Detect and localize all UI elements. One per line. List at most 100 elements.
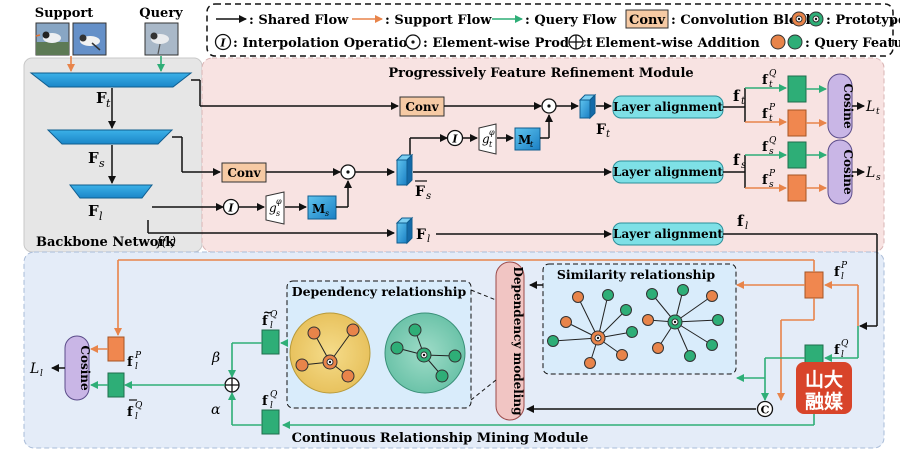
loss-t: L t xyxy=(865,99,880,117)
svg-text:s: s xyxy=(769,147,774,157)
crmm-module: Continuous Relationship Mining Module f … xyxy=(29,259,859,446)
interp-op-t-icon xyxy=(446,129,464,147)
feature-map-Ft xyxy=(578,93,597,120)
label-ft: f t xyxy=(733,87,746,107)
svg-text:s: s xyxy=(876,173,881,183)
svg-text:s: s xyxy=(741,160,746,171)
dependency-graph-support xyxy=(289,312,371,394)
g-t-block xyxy=(478,123,497,155)
svg-text:l: l xyxy=(745,221,748,232)
svg-text:f: f xyxy=(737,212,745,230)
svg-text:F: F xyxy=(96,89,107,107)
svg-text:φ: φ xyxy=(276,197,282,206)
svg-text:Q: Q xyxy=(270,310,278,320)
svg-text:F: F xyxy=(596,122,606,138)
feature-map-Fs xyxy=(395,153,414,187)
svg-text:f: f xyxy=(262,314,269,329)
svg-text:P: P xyxy=(134,351,142,361)
svg-text:Q: Q xyxy=(270,390,278,400)
feature-flp-left xyxy=(107,336,125,362)
label-ftP: f t P xyxy=(762,103,776,124)
dependency-modeling-box xyxy=(495,261,525,421)
svg-text:t: t xyxy=(769,114,773,124)
dependency-title: Dependency relationship xyxy=(292,284,467,299)
concat-op-icon xyxy=(756,400,774,418)
svg-text:φ: φ xyxy=(489,128,495,137)
svg-text:g: g xyxy=(269,201,277,215)
support-image-2 xyxy=(72,22,107,56)
svg-text:s: s xyxy=(769,180,774,190)
loss-s: L s xyxy=(865,165,881,183)
conv-block-s-label: Conv xyxy=(227,166,261,180)
watermark-logo: 山大 融媒 xyxy=(796,362,852,414)
crmm-title: Continuous Relationship Mining Module xyxy=(292,431,589,446)
label-fsQ: f s Q xyxy=(762,136,777,157)
support-label: Support xyxy=(35,6,94,21)
legend-query-flow: : Query Flow xyxy=(525,13,617,28)
svg-text:s: s xyxy=(276,209,280,218)
svg-text:l: l xyxy=(135,412,138,422)
backbone: F t F s F l Backbone Network f(·) xyxy=(29,72,193,250)
svg-text:l: l xyxy=(270,321,273,331)
backbone-layer-s xyxy=(46,129,174,145)
svg-text:f: f xyxy=(762,140,769,155)
label-ftQ: f t Q xyxy=(762,69,777,90)
label-flq-tilde: f l Q ~ xyxy=(262,306,278,331)
conv-block-t-label: Conv xyxy=(405,100,439,114)
label-beta: β xyxy=(211,350,220,366)
svg-text:f: f xyxy=(127,355,134,370)
svg-text:t: t xyxy=(876,107,880,117)
svg-text:s: s xyxy=(325,209,329,218)
mask-Mt xyxy=(514,127,541,151)
support-feature-l xyxy=(804,271,824,299)
label-Ms: M s xyxy=(312,202,329,218)
backbone-title: Backbone Network f(·) xyxy=(36,235,176,250)
pfrm-title: Progressively Feature Refinement Module xyxy=(388,66,693,81)
svg-text:f: f xyxy=(733,151,741,169)
feature-flq-tilde xyxy=(261,329,280,355)
label-Ft-refined: F t xyxy=(596,122,611,140)
label-flq-bar: f l Q xyxy=(127,399,143,422)
svg-text:f(·): f(·) xyxy=(156,235,176,250)
cosine-t-label: Cosine xyxy=(841,83,855,129)
svg-text:P: P xyxy=(768,103,776,113)
similarity-graph-query xyxy=(642,284,724,362)
support-images: Support xyxy=(35,6,107,56)
label-gs: g s φ xyxy=(269,197,282,218)
interp-op-t-symbol: I xyxy=(451,133,458,146)
query-image: Query xyxy=(139,6,183,56)
svg-text:l: l xyxy=(841,350,844,360)
svg-text:f: f xyxy=(762,173,769,188)
legend-support-flow: : Support Flow xyxy=(385,13,492,28)
svg-text:α: α xyxy=(211,402,221,418)
svg-text:f: f xyxy=(834,343,841,358)
svg-text:Q: Q xyxy=(769,136,777,146)
layer-alignment-t-label: Layer alignment xyxy=(613,100,723,114)
legend-conv-swatch xyxy=(625,9,669,29)
watermark-line1: 山大 xyxy=(805,368,843,391)
svg-text:L: L xyxy=(865,165,875,181)
svg-text:t: t xyxy=(769,80,773,90)
svg-text:s: s xyxy=(426,191,431,202)
interp-op-s-icon xyxy=(222,198,240,216)
svg-text:~: ~ xyxy=(263,306,272,319)
svg-text:P: P xyxy=(840,261,848,271)
legend-interp: : Interpolation Operation xyxy=(233,36,417,51)
pfrm-module: Progressively Feature Refinement Module … xyxy=(147,66,881,330)
svg-text:t: t xyxy=(106,97,111,110)
label-flp-left: f l P xyxy=(127,351,142,372)
svg-text:l: l xyxy=(841,272,844,282)
legend-elem-product: : Element-wise Product xyxy=(423,36,592,51)
svg-text:β: β xyxy=(211,350,220,366)
dependency-modeling-label: Dependency modeling xyxy=(511,267,525,417)
label-Mt: M t xyxy=(518,133,534,149)
legend-conv-label: Conv xyxy=(629,13,665,28)
svg-text:F: F xyxy=(88,202,99,220)
label-Fs: F s xyxy=(88,149,105,170)
svg-text:l: l xyxy=(40,369,43,379)
svg-text:Backbone Network: Backbone Network xyxy=(36,235,175,250)
interp-op-s-symbol: I xyxy=(227,202,234,215)
legend-shared-flow: : Shared Flow xyxy=(249,13,349,28)
label-flP: f l P xyxy=(834,261,848,282)
